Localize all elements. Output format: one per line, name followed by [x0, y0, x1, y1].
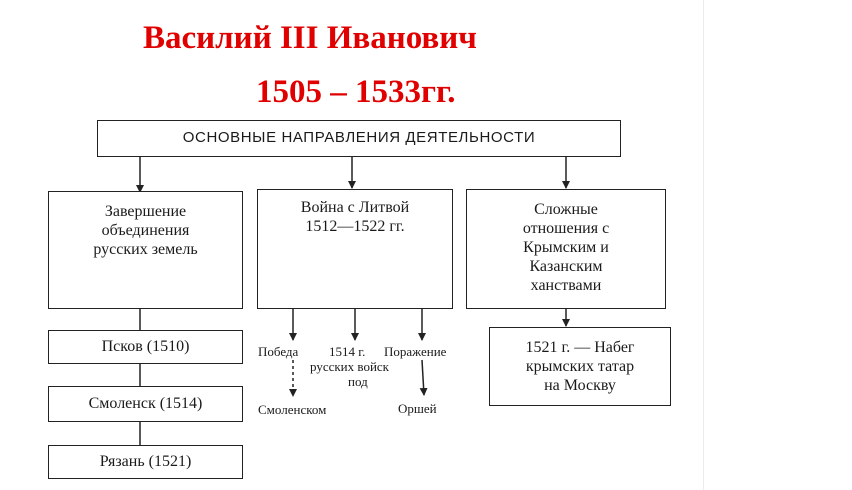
event-victory: Победа	[258, 344, 299, 359]
event-under: под	[348, 374, 368, 389]
raid-box: 1521 г. — Набег крымских татар на Москву	[489, 327, 671, 406]
unification-line-1: Завершение	[104, 203, 187, 220]
event-smolensk: Смоленском	[258, 402, 327, 417]
lithuania-war-box: Война с Литвой 1512—1522 гг.	[257, 189, 453, 309]
khanates-line-5: ханствами	[530, 277, 602, 294]
khanates-line-3: Крымским и	[523, 239, 609, 256]
unification-box: Завершение объединения русских земель	[48, 191, 243, 309]
annexation-pskov: Псков (1510)	[48, 330, 243, 364]
event-troops: русских войск	[310, 359, 389, 374]
unification-line-3: русских земель	[93, 241, 198, 258]
lithuania-war-line-2: 1512—1522 гг.	[305, 218, 405, 235]
header-box: ОСНОВНЫЕ НАПРАВЛЕНИЯ ДЕЯТЕЛЬНОСТИ	[97, 120, 621, 157]
annexation-smolensk-label: Смоленск (1514)	[88, 395, 203, 412]
raid-line-1: 1521 г. — Набег	[525, 339, 635, 356]
right-margin-divider	[703, 0, 704, 490]
event-year: 1514 г.	[329, 344, 366, 359]
title-years: 1505 – 1533гг.	[256, 74, 456, 110]
raid-line-3: на Москву	[544, 377, 616, 394]
khanates-line-2: отношения с	[522, 220, 610, 237]
annexation-smolensk: Смоленск (1514)	[48, 386, 243, 422]
title-name: Василий III Иванович	[143, 20, 477, 56]
khanates-box: Сложные отношения с Крымским и Казанским…	[466, 189, 666, 309]
annexation-pskov-label: Псков (1510)	[101, 338, 190, 355]
lithuania-war-line-1: Война с Литвой	[300, 199, 410, 216]
unification-line-2: объединения	[101, 222, 190, 239]
event-defeat: Поражение	[384, 344, 447, 359]
khanates-line-1: Сложные	[534, 201, 598, 218]
raid-line-2: крымских татар	[525, 358, 635, 375]
header-text: ОСНОВНЫЕ НАПРАВЛЕНИЯ ДЕЯТЕЛЬНОСТИ	[182, 129, 536, 146]
event-orsha: Оршей	[398, 401, 437, 416]
arrow-to-orsha	[419, 359, 428, 396]
annexation-ryazan-label: Рязань (1521)	[99, 453, 192, 470]
khanates-line-4: Казанским	[529, 258, 603, 275]
annexation-ryazan: Рязань (1521)	[48, 445, 243, 479]
